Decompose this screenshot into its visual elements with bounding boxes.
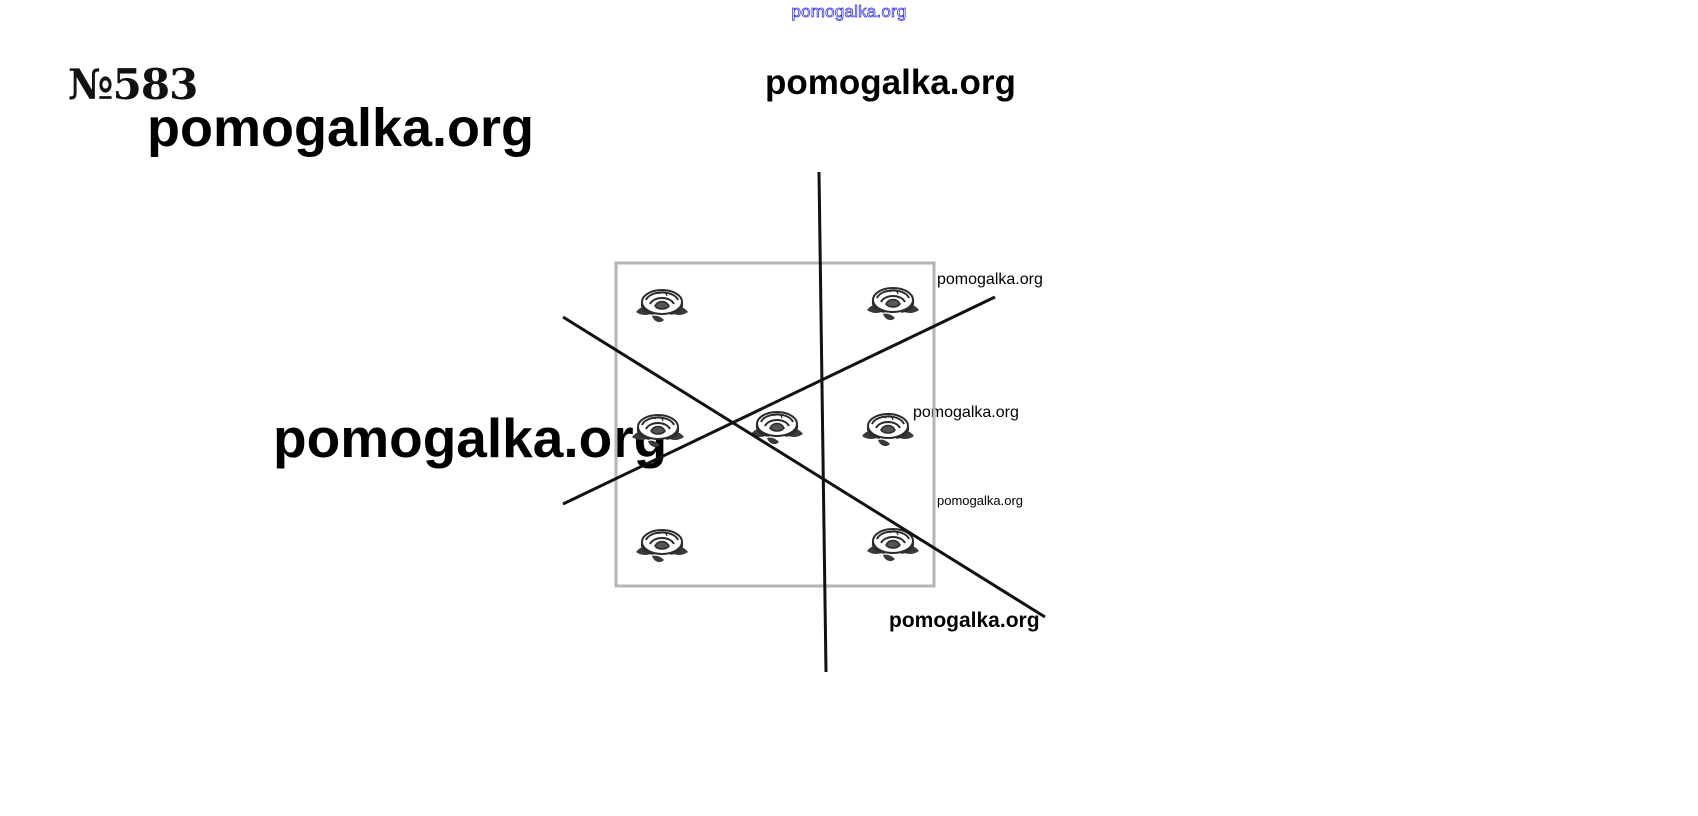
watermark-tiny-right: pomogalka.org <box>937 493 1023 508</box>
watermark-small-top-right: pomogalka.org <box>937 271 1043 288</box>
flowerbed-square <box>614 261 936 588</box>
rose-icon <box>631 414 685 449</box>
top-watermark: pomogalka.org <box>791 2 907 22</box>
rose-icon <box>861 413 915 448</box>
watermark-bottom-right: pomogalka.org <box>889 609 1040 632</box>
rose-icon <box>635 529 689 564</box>
rose-icon <box>635 289 689 324</box>
watermark-mid-left: pomogalka.org <box>273 407 668 469</box>
watermark-large-left: pomogalka.org <box>147 98 535 158</box>
cut-line-vertical <box>817 171 828 673</box>
watermark-top-center: pomogalka.org <box>765 63 1016 102</box>
rose-icon <box>866 287 920 322</box>
cut-line-descending <box>562 315 1046 619</box>
problem-number: №583 <box>68 60 198 109</box>
cut-line-ascending <box>562 295 996 506</box>
watermark-small-mid-right: pomogalka.org <box>913 404 1019 421</box>
